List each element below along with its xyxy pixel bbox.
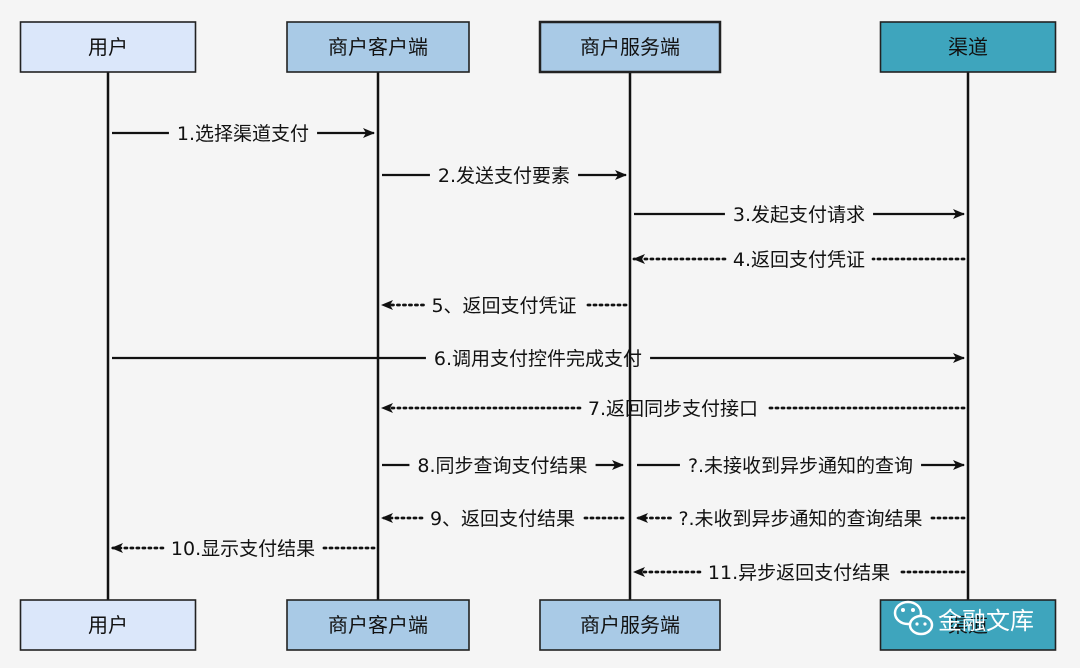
actor-rect <box>879 21 1057 73</box>
message-4: 4.返回支付凭证 <box>632 249 966 271</box>
message-11: ?.未收到异步通知的查询结果 <box>635 508 966 530</box>
messages: 1.选择渠道支付 2.发送支付要素 3.发起支付请求 4.返回支付凭证 5、返回支付凭证… <box>110 123 966 584</box>
wechat-icon <box>893 600 934 636</box>
message-7: 7.返回同步支付接口 <box>380 398 966 420</box>
message-6: 6.调用支付控件完成支付 <box>112 348 965 370</box>
actor-label: 商户客户端 <box>328 35 428 59</box>
actor-rect <box>539 599 721 651</box>
message-3: 3.发起支付请求 <box>634 204 965 226</box>
actor-label: 用户 <box>88 35 128 59</box>
message-label: 2.发送支付要素 <box>438 165 570 187</box>
message-10: 9、返回支付结果 <box>380 508 625 530</box>
actor-box-server-top: 商户服务端 <box>538 20 722 74</box>
watermark: 金融文库 <box>893 600 1034 636</box>
actor-box-user-top: 用户 <box>19 21 197 73</box>
message-label: 1.选择渠道支付 <box>177 123 309 145</box>
actor-label: 渠道 <box>948 613 988 637</box>
message-8: 8.同步查询支付结果 <box>382 455 624 477</box>
message-label: 5、返回支付凭证 <box>431 295 576 317</box>
actor-box-client-bottom: 商户客户端 <box>286 599 470 651</box>
message-2: 2.发送支付要素 <box>382 165 627 187</box>
message-5: 5、返回支付凭证 <box>380 295 628 317</box>
actor-box-user-bottom: 用户 <box>19 599 197 651</box>
actor-label: 渠道 <box>948 35 988 59</box>
message-13: 11.异步返回支付结果 <box>632 562 966 584</box>
message-12: 10.显示支付结果 <box>110 538 376 560</box>
actor-rect <box>19 21 197 73</box>
lifelines <box>106 72 970 600</box>
actor-box-channel-top: 渠道 <box>879 21 1057 73</box>
message-label: 6.调用支付控件完成支付 <box>434 348 642 370</box>
message-label: ?.未接收到异步通知的查询 <box>688 455 913 477</box>
message-label: 3.发起支付请求 <box>733 204 865 226</box>
message-label: 4.返回支付凭证 <box>733 249 865 271</box>
actor-box-channel-bottom: 渠道 <box>879 599 1057 651</box>
actor-rect <box>286 21 470 73</box>
message-label: 10.显示支付结果 <box>171 538 315 560</box>
message-label: 11.异步返回支付结果 <box>708 562 890 584</box>
actor-label: 商户客户端 <box>328 613 428 637</box>
actor-box-client-top: 商户客户端 <box>286 21 470 73</box>
message-9: ?.未接收到异步通知的查询 <box>637 455 965 477</box>
message-label: 7.返回同步支付接口 <box>588 398 758 420</box>
actor-label: 用户 <box>88 613 128 637</box>
message-1: 1.选择渠道支付 <box>112 123 375 145</box>
actor-rect <box>19 599 197 651</box>
watermark-text: 金融文库 <box>938 607 1034 635</box>
actor-label: 商户服务端 <box>580 613 680 637</box>
message-label: ?.未收到异步通知的查询结果 <box>678 508 922 530</box>
actor-rect <box>286 599 470 651</box>
actor-rect <box>538 20 722 74</box>
actor-label: 商户服务端 <box>580 35 680 59</box>
message-label: 9、返回支付结果 <box>430 508 575 530</box>
actor-box-server-bottom: 商户服务端 <box>539 599 721 651</box>
message-label: 8.同步查询支付结果 <box>417 455 587 477</box>
